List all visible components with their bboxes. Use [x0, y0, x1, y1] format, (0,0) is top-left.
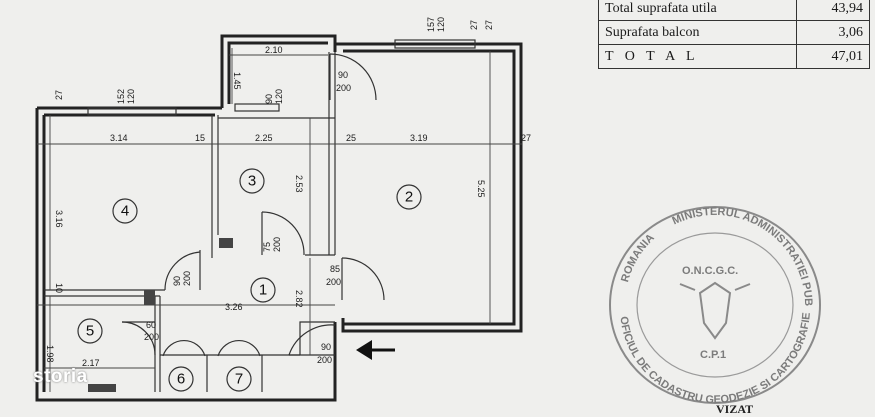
summary-row-useful-area: Total suprafata utila 43,94 — [598, 0, 870, 21]
useful-area-label: Total suprafata utila — [598, 0, 797, 21]
balcony-area-label: Suprafata balcon — [598, 20, 797, 45]
cadastre-stamp: ROMANIA MINISTERUL ADMINISTRATIEI PUBLIC… — [600, 198, 821, 406]
area-summary-table: Total suprafata utila 43,94 Suprafata ba… — [598, 0, 870, 69]
window-152-120: 152120 — [116, 89, 136, 104]
useful-area-value: 43,94 — [796, 0, 870, 21]
dim-15: 15 — [195, 133, 205, 143]
room-1-number: 1 — [259, 282, 267, 299]
dimension-labels: 2.10 1.45 27 27 27 3.14 15 2.25 25 3.19 … — [45, 20, 531, 368]
room-2-number: 2 — [405, 189, 413, 206]
room-6-number: 6 — [177, 371, 185, 388]
dim-27-top-right: 27 — [484, 20, 494, 30]
total-label: T O T A L — [598, 44, 797, 69]
dim-1-45: 1.45 — [232, 72, 242, 90]
footer-vizat: VIZAT — [716, 402, 754, 416]
dim-27-right-side: 27 — [521, 133, 531, 143]
dim-2-53: 2.53 — [294, 175, 304, 193]
dim-2-17: 2.17 — [82, 358, 100, 368]
window-90-120: 90120 — [264, 89, 284, 104]
room-3-number: 3 — [248, 173, 256, 190]
room-7-number: 7 — [235, 371, 243, 388]
room-4-number: 4 — [121, 203, 129, 220]
door-90-200-mid: 90200 — [172, 271, 192, 286]
walls — [35, 34, 523, 402]
dim-3-14: 3.14 — [110, 133, 128, 143]
dim-3-19: 3.19 — [410, 133, 428, 143]
stamp-code: C.P.1 — [700, 349, 726, 361]
summary-row-balcony: Suprafata balcon 3,06 — [598, 20, 870, 45]
dimension-lines — [37, 48, 522, 392]
stamp-center: O.N.C.G.C. — [682, 265, 738, 277]
dim-2-82: 2.82 — [294, 290, 304, 308]
total-value: 47,01 — [796, 44, 870, 69]
dim-2-25: 2.25 — [255, 133, 273, 143]
dim-1-98: 1.98 — [45, 345, 55, 363]
dim-27-top: 27 — [469, 20, 479, 30]
coat-of-arms-icon — [698, 281, 732, 340]
entry-arrow — [356, 340, 395, 360]
brand-watermark: storia — [33, 366, 88, 387]
dim-5-25: 5.25 — [476, 180, 486, 198]
doors — [121, 53, 385, 357]
ducts — [88, 238, 233, 392]
room-markers: 4 3 2 1 5 6 7 — [77, 168, 422, 392]
dim-27-left: 27 — [54, 90, 64, 100]
dim-3-26: 3.26 — [225, 302, 243, 312]
balcony-area-value: 3,06 — [796, 20, 870, 45]
dim-10: 10 — [54, 283, 64, 293]
dim-25: 25 — [346, 133, 356, 143]
dim-2-10: 2.10 — [265, 45, 283, 55]
dim-3-16: 3.16 — [54, 210, 64, 228]
door-75-200: 75200 — [262, 237, 282, 252]
room-5-number: 5 — [86, 323, 94, 340]
window-157-120: 157120 — [426, 17, 446, 32]
summary-row-total: T O T A L 47,01 — [598, 44, 870, 69]
